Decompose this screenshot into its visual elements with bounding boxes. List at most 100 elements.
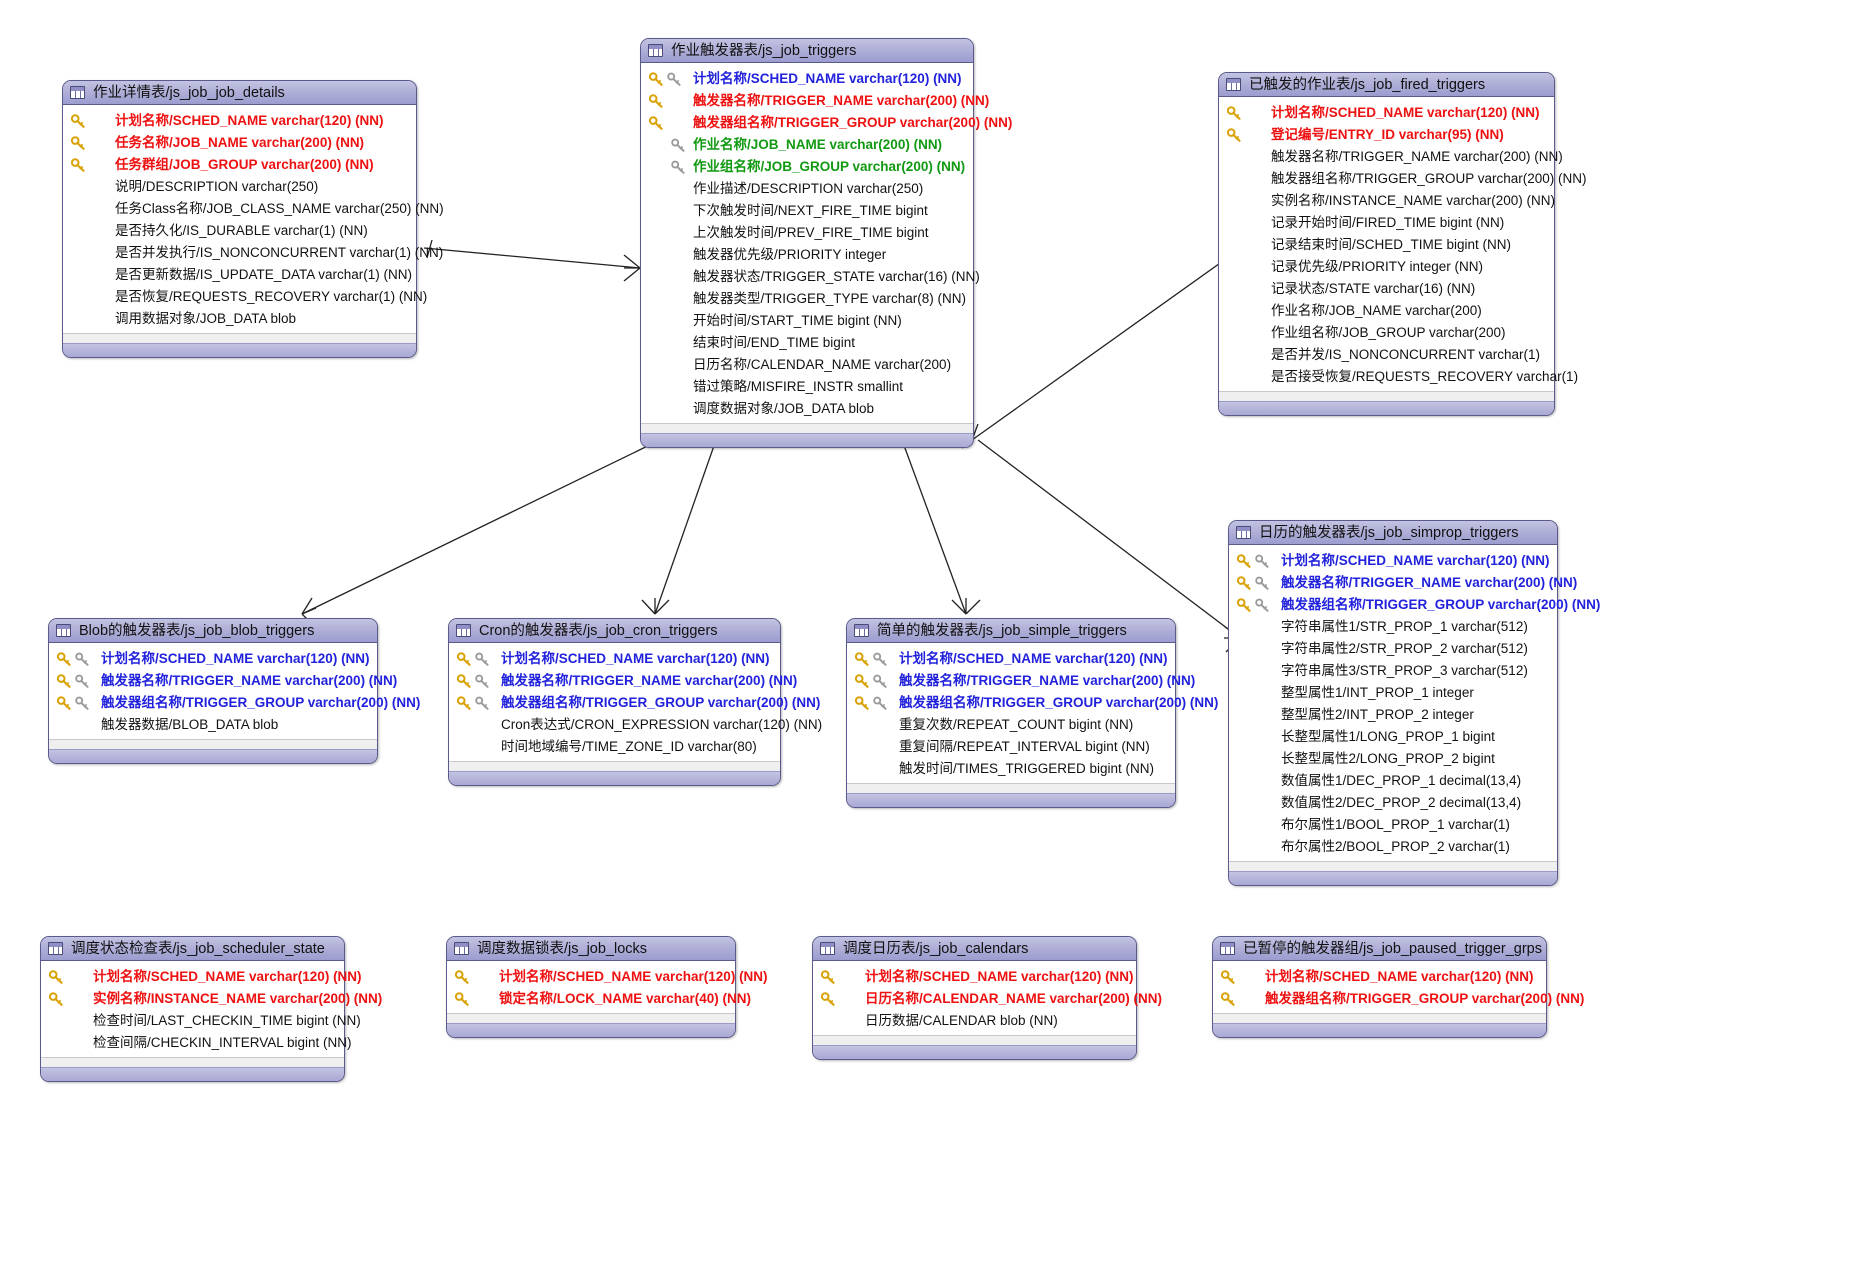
entity-header-cron_triggers[interactable]: Cron的触发器表/js_job_cron_triggers [449,619,780,643]
field-row[interactable]: 触发器组名称/TRIGGER_GROUP varchar(200) (NN) [449,692,820,714]
field-row[interactable]: 调用数据对象/JOB_DATA blob [63,308,416,330]
field-row[interactable]: 计划名称/SCHED_NAME varchar(120) (NN) [1213,966,1546,988]
field-row[interactable]: 作业名称/JOB_NAME varchar(200) (NN) [641,134,973,156]
field-row[interactable]: 字符串属性2/STR_PROP_2 varchar(512) [1229,638,1557,660]
field-row[interactable]: 实例名称/INSTANCE_NAME varchar(200) (NN) [41,988,382,1010]
field-row[interactable]: 触发器名称/TRIGGER_NAME varchar(200) (NN) [449,670,797,692]
field-row[interactable]: 说明/DESCRIPTION varchar(250) [63,176,416,198]
entity-scheduler_state[interactable]: 调度状态检查表/js_job_scheduler_state 计划名称/SCHED… [40,936,382,1082]
field-row[interactable]: 数值属性1/DEC_PROP_1 decimal(13,4) [1229,770,1557,792]
field-row[interactable]: 记录开始时间/FIRED_TIME bigint (NN) [1219,212,1554,234]
field-row[interactable]: 触发器名称/TRIGGER_NAME varchar(200) (NN) [49,670,397,692]
entity-header-simple_triggers[interactable]: 简单的触发器表/js_job_simple_triggers [847,619,1175,643]
field-row[interactable]: 任务群组/JOB_GROUP varchar(200) (NN) [63,154,416,176]
entity-simple_triggers[interactable]: 简单的触发器表/js_job_simple_triggers 计划名称/SCHED… [846,618,1218,808]
entity-locks[interactable]: 调度数据锁表/js_job_locks 计划名称/SCHED_NAME varch… [446,936,768,1038]
field-row[interactable]: 检查间隔/CHECKIN_INTERVAL bigint (NN) [41,1032,352,1054]
entity-paused_trigger_grps[interactable]: 已暂停的触发器组/js_job_paused_trigger_grps 计划名称/… [1212,936,1584,1038]
field-row[interactable]: 计划名称/SCHED_NAME varchar(120) (NN) [63,110,416,132]
field-row[interactable]: 触发器类型/TRIGGER_TYPE varchar(8) (NN) [641,288,973,310]
field-row[interactable]: 长整型属性2/LONG_PROP_2 bigint [1229,748,1557,770]
field-row[interactable]: 计划名称/SCHED_NAME varchar(120) (NN) [813,966,1136,988]
field-row[interactable]: 计划名称/SCHED_NAME varchar(120) (NN) [449,648,780,670]
entity-header-scheduler_state[interactable]: 调度状态检查表/js_job_scheduler_state [41,937,344,961]
field-row[interactable]: 是否并发执行/IS_NONCONCURRENT varchar(1) (NN) [63,242,443,264]
field-row[interactable]: 触发器组名称/TRIGGER_GROUP varchar(200) (NN) [847,692,1218,714]
field-row[interactable]: 日历名称/CALENDAR_NAME varchar(200) (NN) [813,988,1162,1010]
entity-header-paused_trigger_grps[interactable]: 已暂停的触发器组/js_job_paused_trigger_grps [1213,937,1546,961]
entity-fired_triggers[interactable]: 已触发的作业表/js_job_fired_triggers 计划名称/SCHED_… [1218,72,1587,416]
field-row[interactable]: 整型属性1/INT_PROP_1 integer [1229,682,1557,704]
field-row[interactable]: 日历名称/CALENDAR_NAME varchar(200) [641,354,973,376]
field-row[interactable]: 调度数据对象/JOB_DATA blob [641,398,973,420]
field-row[interactable]: 触发器名称/TRIGGER_NAME varchar(200) (NN) [1219,146,1563,168]
field-row[interactable]: 触发器状态/TRIGGER_STATE varchar(16) (NN) [641,266,980,288]
entity-header-blob_triggers[interactable]: Blob的触发器表/js_job_blob_triggers [49,619,377,643]
field-row[interactable]: 字符串属性3/STR_PROP_3 varchar(512) [1229,660,1557,682]
field-row[interactable]: 检查时间/LAST_CHECKIN_TIME bigint (NN) [41,1010,361,1032]
field-row[interactable]: 是否恢复/REQUESTS_RECOVERY varchar(1) (NN) [63,286,427,308]
entity-header-job_details[interactable]: 作业详情表/js_job_job_details [63,81,416,105]
field-row[interactable]: 作业描述/DESCRIPTION varchar(250) [641,178,973,200]
field-row[interactable]: 重复次数/REPEAT_COUNT bigint (NN) [847,714,1175,736]
field-row[interactable]: 计划名称/SCHED_NAME varchar(120) (NN) [49,648,377,670]
entity-header-job_triggers[interactable]: 作业触发器表/js_job_triggers [641,39,973,63]
field-row[interactable]: 计划名称/SCHED_NAME varchar(120) (NN) [41,966,362,988]
field-row[interactable]: 数值属性2/DEC_PROP_2 decimal(13,4) [1229,792,1557,814]
field-row[interactable]: 字符串属性1/STR_PROP_1 varchar(512) [1229,616,1557,638]
field-row[interactable]: 触发时间/TIMES_TRIGGERED bigint (NN) [847,758,1175,780]
entity-blob_triggers[interactable]: Blob的触发器表/js_job_blob_triggers 计划名称/SCHED… [48,618,420,764]
field-row[interactable]: 触发器组名称/TRIGGER_GROUP varchar(200) (NN) [1219,168,1587,190]
field-row[interactable]: 下次触发时间/NEXT_FIRE_TIME bigint [641,200,973,222]
field-row[interactable]: 作业名称/JOB_NAME varchar(200) [1219,300,1554,322]
field-row[interactable]: 触发器组名称/TRIGGER_GROUP varchar(200) (NN) [1213,988,1584,1010]
field-row[interactable]: 记录优先级/PRIORITY integer (NN) [1219,256,1554,278]
field-row[interactable]: 结束时间/END_TIME bigint [641,332,973,354]
entity-calendars[interactable]: 调度日历表/js_job_calendars 计划名称/SCHED_NAME va… [812,936,1162,1060]
field-row[interactable]: 作业组名称/JOB_GROUP varchar(200) [1219,322,1554,344]
field-row[interactable]: 是否更新数据/IS_UPDATE_DATA varchar(1) (NN) [63,264,416,286]
field-row[interactable]: 任务Class名称/JOB_CLASS_NAME varchar(250) (N… [63,198,444,220]
field-row[interactable]: 登记编号/ENTRY_ID varchar(95) (NN) [1219,124,1554,146]
field-row[interactable]: 长整型属性1/LONG_PROP_1 bigint [1229,726,1557,748]
field-row[interactable]: 作业组名称/JOB_GROUP varchar(200) (NN) [641,156,973,178]
field-row[interactable]: 记录状态/STATE varchar(16) (NN) [1219,278,1554,300]
field-row[interactable]: Cron表达式/CRON_EXPRESSION varchar(120) (NN… [449,714,822,736]
field-row[interactable]: 实例名称/INSTANCE_NAME varchar(200) (NN) [1219,190,1555,212]
field-row[interactable]: 计划名称/SCHED_NAME varchar(120) (NN) [1229,550,1557,572]
field-row[interactable]: 重复间隔/REPEAT_INTERVAL bigint (NN) [847,736,1175,758]
entity-cron_triggers[interactable]: Cron的触发器表/js_job_cron_triggers 计划名称/SCHED… [448,618,822,786]
field-row[interactable]: 计划名称/SCHED_NAME varchar(120) (NN) [447,966,768,988]
field-row[interactable]: 触发器数据/BLOB_DATA blob [49,714,377,736]
field-row[interactable]: 触发器组名称/TRIGGER_GROUP varchar(200) (NN) [49,692,420,714]
field-row[interactable]: 布尔属性1/BOOL_PROP_1 varchar(1) [1229,814,1557,836]
field-row[interactable]: 日历数据/CALENDAR blob (NN) [813,1010,1136,1032]
entity-header-calendars[interactable]: 调度日历表/js_job_calendars [813,937,1136,961]
field-row[interactable]: 计划名称/SCHED_NAME varchar(120) (NN) [847,648,1175,670]
field-row[interactable]: 任务名称/JOB_NAME varchar(200) (NN) [63,132,416,154]
entity-header-fired_triggers[interactable]: 已触发的作业表/js_job_fired_triggers [1219,73,1554,97]
field-row[interactable]: 是否持久化/IS_DURABLE varchar(1) (NN) [63,220,416,242]
field-row[interactable]: 触发器组名称/TRIGGER_GROUP varchar(200) (NN) [641,112,1012,134]
field-row[interactable]: 开始时间/START_TIME bigint (NN) [641,310,973,332]
field-row[interactable]: 布尔属性2/BOOL_PROP_2 varchar(1) [1229,836,1557,858]
entity-header-simprop_triggers[interactable]: 日历的触发器表/js_job_simprop_triggers [1229,521,1557,545]
entity-job_triggers[interactable]: 作业触发器表/js_job_triggers 计划名称/SCHED_NAME va… [640,38,1012,448]
field-row[interactable]: 触发器名称/TRIGGER_NAME varchar(200) (NN) [847,670,1195,692]
field-row[interactable]: 整型属性2/INT_PROP_2 integer [1229,704,1557,726]
field-row[interactable]: 触发器优先级/PRIORITY integer [641,244,973,266]
field-row[interactable]: 锁定名称/LOCK_NAME varchar(40) (NN) [447,988,751,1010]
field-row[interactable]: 记录结束时间/SCHED_TIME bigint (NN) [1219,234,1554,256]
entity-job_details[interactable]: 作业详情表/js_job_job_details 计划名称/SCHED_NAME … [62,80,444,358]
field-row[interactable]: 计划名称/SCHED_NAME varchar(120) (NN) [1219,102,1554,124]
field-row[interactable]: 计划名称/SCHED_NAME varchar(120) (NN) [641,68,973,90]
field-row[interactable]: 时间地域编号/TIME_ZONE_ID varchar(80) [449,736,780,758]
field-row[interactable]: 是否接受恢复/REQUESTS_RECOVERY varchar(1) [1219,366,1578,388]
field-row[interactable]: 是否并发/IS_NONCONCURRENT varchar(1) [1219,344,1554,366]
field-row[interactable]: 触发器名称/TRIGGER_NAME varchar(200) (NN) [641,90,989,112]
entity-header-locks[interactable]: 调度数据锁表/js_job_locks [447,937,735,961]
field-row[interactable]: 触发器名称/TRIGGER_NAME varchar(200) (NN) [1229,572,1577,594]
entity-simprop_triggers[interactable]: 日历的触发器表/js_job_simprop_triggers 计划名称/SCHE… [1228,520,1600,886]
field-row[interactable]: 上次触发时间/PREV_FIRE_TIME bigint [641,222,973,244]
field-row[interactable]: 触发器组名称/TRIGGER_GROUP varchar(200) (NN) [1229,594,1600,616]
